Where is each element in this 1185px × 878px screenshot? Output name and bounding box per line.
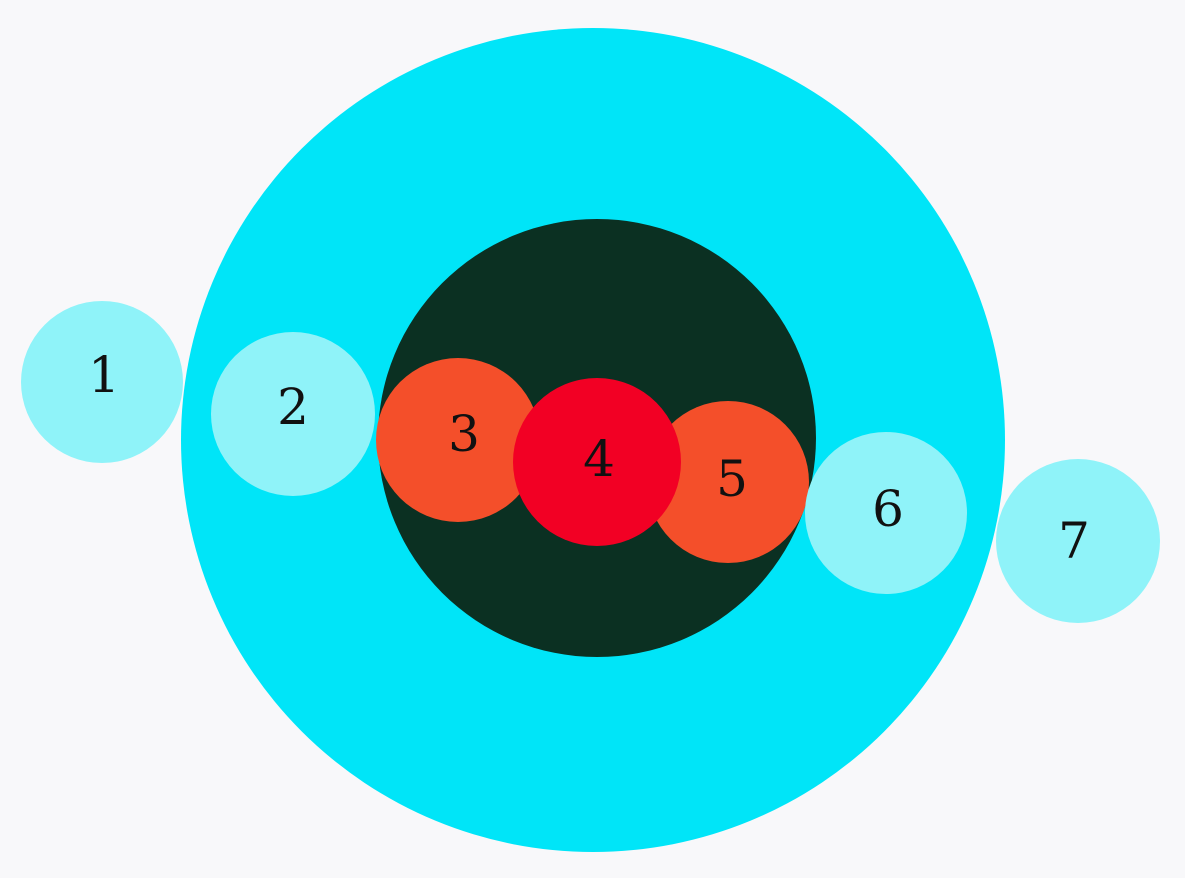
circle-4: 4 [513,378,681,546]
circle-6-disc [805,432,967,594]
circle-3-label: 3 [448,405,480,463]
circle-1-label: 1 [88,346,120,404]
circle-5: 5 [647,401,809,563]
circle-5-label: 5 [716,450,748,508]
circle-4-disc [513,378,681,546]
circle-2-label: 2 [277,378,309,436]
circle-7-label: 7 [1058,512,1090,570]
circle-4-label: 4 [583,430,615,488]
circle-3-disc [376,358,540,522]
circle-5-disc [647,401,809,563]
circle-7-disc [996,459,1160,623]
circle-2-disc [211,332,375,496]
circle-6-label: 6 [872,480,904,538]
circle-3: 3 [376,358,540,522]
circle-1-disc [21,301,183,463]
circle-2: 2 [211,332,375,496]
circle-7: 7 [996,459,1160,623]
circle-6: 6 [805,432,967,594]
circle-1: 1 [21,301,183,463]
